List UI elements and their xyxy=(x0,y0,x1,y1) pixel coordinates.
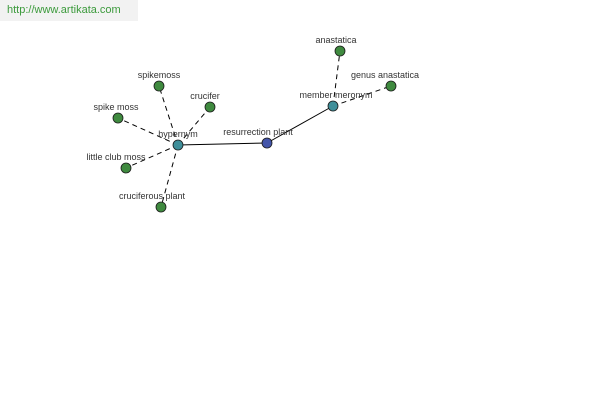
relation-label-hypernym[interactable]: hypernym xyxy=(158,129,198,139)
graph-edges xyxy=(117,50,392,208)
leaf-label-anastatica[interactable]: anastatica xyxy=(315,35,356,45)
leaf-node-genus-anastatica[interactable] xyxy=(385,80,397,92)
leaf-label-cruciferous-plant[interactable]: cruciferous plant xyxy=(119,191,186,201)
edge-member-meronym-to-genus-anastatica xyxy=(332,85,392,107)
leaf-label-spike-moss[interactable]: spike moss xyxy=(93,102,139,112)
graph-nodes: resurrection plant hypernym spikemoss cruci… xyxy=(86,35,419,213)
relation-node-member-meronym[interactable] xyxy=(327,100,339,112)
leaf-node-crucifer[interactable] xyxy=(204,101,216,113)
leaf-label-genus-anastatica[interactable]: genus anastatica xyxy=(351,70,419,80)
edge-hypernym-to-spikemoss xyxy=(158,85,179,146)
center-node-resurrection-plant[interactable] xyxy=(261,137,273,149)
edge-member-meronym-to-anastatica xyxy=(332,50,341,107)
edge-center-to-member-meronym xyxy=(266,105,334,144)
leaf-label-spikemoss[interactable]: spikemoss xyxy=(138,70,181,80)
edge-hypernym-to-cruciferous-plant xyxy=(160,144,179,208)
edge-hypernym-to-spike-moss xyxy=(117,117,179,146)
leaf-node-spike-moss[interactable] xyxy=(112,112,124,124)
leaf-node-little-club-moss[interactable] xyxy=(120,162,132,174)
center-label-resurrection-plant[interactable]: resurrection plant xyxy=(223,127,293,137)
leaf-node-spikemoss[interactable] xyxy=(153,80,165,92)
edge-center-to-hypernym xyxy=(177,142,268,146)
leaf-node-anastatica[interactable] xyxy=(334,45,346,57)
edge-hypernym-to-crucifer xyxy=(177,106,211,146)
relation-node-hypernym[interactable] xyxy=(172,139,184,151)
leaf-label-crucifer[interactable]: crucifer xyxy=(190,91,220,101)
leaf-node-cruciferous-plant[interactable] xyxy=(155,201,167,213)
edge-hypernym-to-little-club-moss xyxy=(125,144,179,169)
leaf-label-little-club-moss[interactable]: little club moss xyxy=(86,152,146,162)
relation-label-member-meronym[interactable]: member meronym xyxy=(299,90,372,100)
site-url-link[interactable]: http://www.artikata.com xyxy=(0,0,138,21)
